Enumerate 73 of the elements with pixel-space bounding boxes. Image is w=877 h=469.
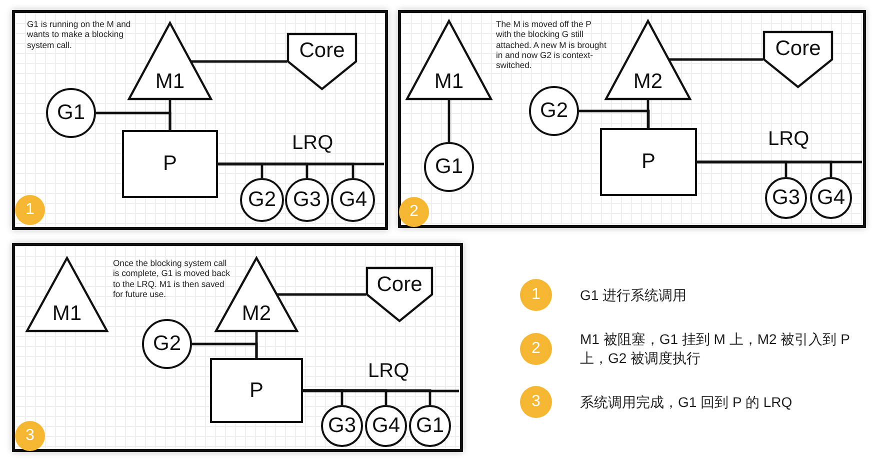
step-badge — [520, 333, 552, 365]
node-label: G3 — [770, 185, 801, 211]
node-label: G3 — [292, 187, 322, 213]
step-badge — [15, 421, 45, 451]
goroutine-circle — [331, 178, 375, 222]
note-text: G1 is running on the M and wants to make a blocking system call. — [27, 19, 132, 50]
node-label: G3 — [326, 413, 357, 439]
step-badge — [15, 195, 45, 225]
node-label: Core — [298, 39, 346, 63]
goroutine-circle — [529, 86, 579, 136]
diagram-panel — [12, 10, 388, 230]
connector-line — [218, 162, 354, 178]
step-number: 3 — [530, 392, 542, 412]
step-description: M1 被阻塞，G1 挂到 M 上，M2 被引入到 P 上，G2 被调度执行 — [580, 330, 851, 368]
node-label: Core — [774, 37, 822, 61]
connector-line — [192, 342, 258, 358]
node-label: G4 — [816, 185, 846, 211]
goroutine-circle — [765, 177, 807, 219]
node-label: P — [248, 378, 264, 404]
step-number: 2 — [530, 339, 542, 359]
queue-label: LRQ — [368, 360, 410, 383]
connector-line — [276, 293, 366, 296]
node-label: Core — [376, 273, 424, 297]
goroutine-circle — [240, 178, 284, 222]
node-label: G1 — [414, 413, 445, 439]
connector-line — [668, 58, 763, 61]
goroutine-circle — [810, 177, 852, 219]
connector-line — [448, 99, 450, 142]
node-label: M2 — [632, 70, 664, 94]
diagram-panel — [12, 243, 463, 452]
goroutine-circle — [321, 405, 363, 447]
step-number: 3 — [24, 426, 36, 446]
node-label: G2 — [152, 331, 182, 357]
connector-line — [303, 389, 432, 405]
step-badge — [520, 279, 552, 311]
node-label: G2 — [246, 187, 277, 213]
connector-line — [646, 99, 650, 128]
node-label: M1 — [433, 70, 465, 94]
node-label: M1 — [51, 302, 83, 326]
goroutine-circle — [365, 405, 407, 447]
step-number: 1 — [530, 285, 542, 305]
processor-box — [600, 128, 697, 196]
note-text: Once the blocking system call is complete, G1 is moved back to the LRQ. M1 is then saved for future use. — [113, 258, 231, 300]
note-text: The M is moved off the P with the blocking G still attached. A new M is brought in and now G2 is context-switched. — [496, 19, 608, 71]
processor-box — [210, 358, 303, 423]
node-label: G2 — [538, 98, 569, 124]
connector-line — [579, 110, 650, 128]
processor-box — [122, 130, 218, 198]
node-label: P — [162, 151, 178, 177]
goroutine-circle — [142, 319, 192, 369]
queue-label: LRQ — [768, 128, 810, 151]
connector-line — [697, 160, 832, 177]
node-label: P — [640, 149, 656, 175]
goroutine-circle — [285, 178, 329, 222]
goroutine-circle — [424, 142, 474, 192]
goroutine-circle — [409, 405, 451, 447]
step-description: 系统调用完成，G1 回到 P 的 LRQ — [580, 392, 794, 412]
queue-label: LRQ — [292, 132, 334, 155]
step-badge — [520, 386, 552, 418]
node-label: M2 — [240, 302, 272, 326]
node-label: M1 — [154, 70, 186, 94]
node-label: G1 — [56, 100, 86, 126]
node-label: G4 — [370, 413, 401, 439]
connector-line — [96, 112, 172, 130]
connector-line — [190, 60, 287, 63]
node-label: G1 — [434, 154, 464, 180]
diagram-panel — [398, 10, 866, 228]
goroutine-circle — [46, 88, 96, 138]
step-description: G1 进行系统调用 — [580, 286, 688, 304]
node-label: G4 — [338, 187, 368, 213]
step-number: 1 — [24, 200, 36, 220]
step-number: 2 — [408, 202, 420, 222]
step-badge — [399, 197, 429, 227]
